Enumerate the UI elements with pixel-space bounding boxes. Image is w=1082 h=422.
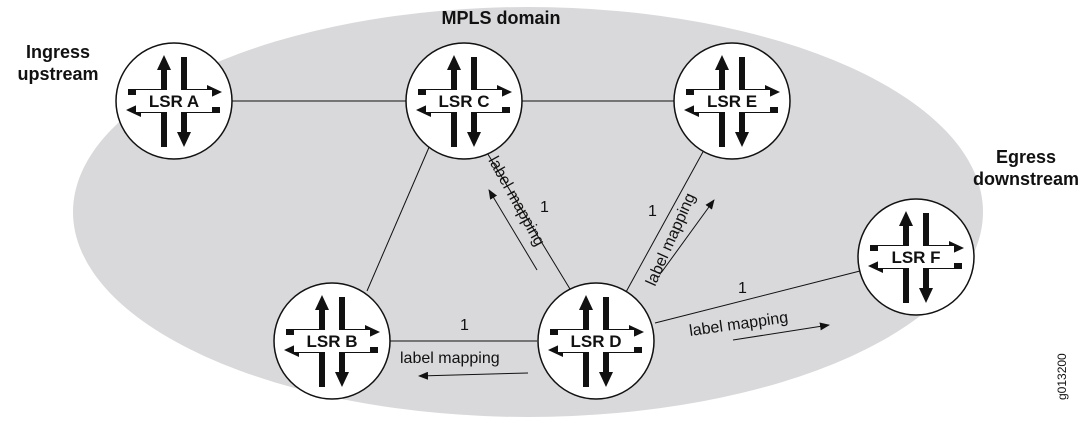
link-c-d <box>485 150 571 290</box>
router-lsr-e: LSR E <box>674 43 790 159</box>
message-number-d-to-b: 1 <box>460 317 469 334</box>
router-lsr-d: LSR D <box>538 283 654 399</box>
message-number-d-to-e: 1 <box>648 203 657 220</box>
router-label: LSR C <box>439 92 490 111</box>
arrow-d-to-e <box>660 199 715 274</box>
egress-label-line1: Egress <box>996 147 1056 167</box>
egress-label-line2: downstream <box>973 169 1079 189</box>
arrow-d-to-c <box>488 189 538 271</box>
router-label: LSR E <box>707 92 757 111</box>
domain-title: MPLS domain <box>441 8 560 28</box>
router-label: LSR B <box>307 332 358 351</box>
router-lsr-f: LSR F <box>858 199 974 315</box>
router-label: LSR D <box>571 332 622 351</box>
message-number-d-to-c: 1 <box>540 199 549 216</box>
router-lsr-a: LSR A <box>116 43 232 159</box>
router-lsr-b: LSR B <box>274 283 390 399</box>
ingress-label-line2: upstream <box>17 64 98 84</box>
link-c-b <box>366 144 431 292</box>
message-number-f-to-d: 1 <box>738 280 747 297</box>
link-e-d <box>625 149 705 293</box>
arrow-d-to-b <box>418 371 529 380</box>
router-lsr-c: LSR C <box>406 43 522 159</box>
figure-id: g013200 <box>1055 353 1069 400</box>
message-label-d-to-b: label mapping <box>400 350 500 367</box>
ingress-label-line1: Ingress <box>26 42 90 62</box>
link-d-f <box>654 270 861 324</box>
message-arrows <box>418 189 830 380</box>
router-label: LSR A <box>149 92 199 111</box>
links <box>232 100 861 342</box>
router-label: LSR F <box>891 248 940 267</box>
arrow-f-to-d <box>732 322 830 341</box>
